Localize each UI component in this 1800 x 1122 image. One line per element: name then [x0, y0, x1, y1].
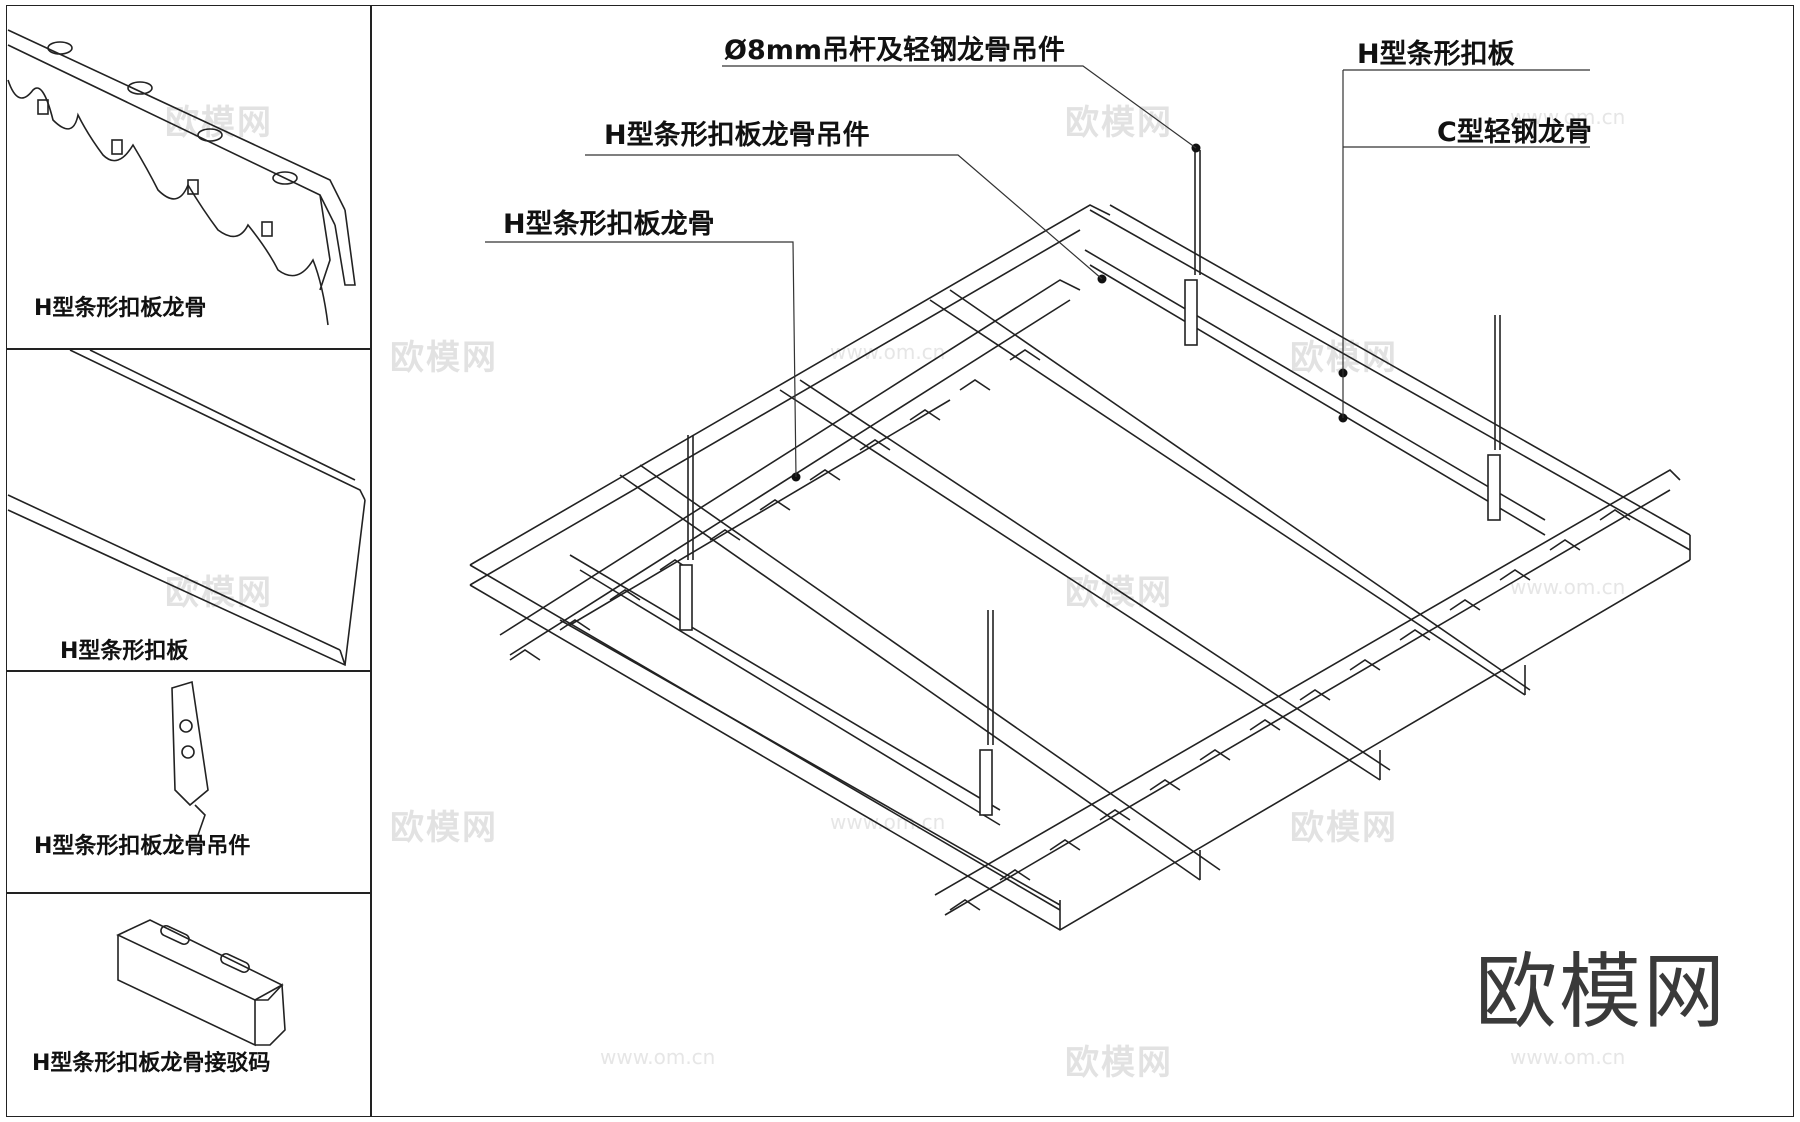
panel-label-panel-strip: H型条形扣板	[60, 639, 189, 664]
panel-divider-vertical	[370, 5, 372, 1117]
panel-divider-2	[6, 670, 371, 672]
watermark-url: www.om.cn	[1510, 1045, 1626, 1069]
watermark-logo: 欧模网	[1475, 945, 1728, 1040]
callout-keel-hanger: H型条形扣板龙骨吊件	[604, 120, 870, 151]
panel-label-keel: H型条形扣板龙骨	[34, 296, 207, 321]
watermark-brand: 欧模网	[390, 338, 498, 378]
panel-label-keel-hanger: H型条形扣板龙骨吊件	[34, 834, 251, 859]
watermark-brand: 欧模网	[1065, 1043, 1173, 1083]
panel-divider-3	[6, 892, 371, 894]
callout-rod: Ø8mm吊杆及轻钢龙骨吊件	[724, 35, 1066, 66]
watermark-brand: 欧模网	[1065, 103, 1173, 143]
keel-part-drawing	[7, 29, 356, 326]
connector-part-drawing	[116, 919, 286, 1047]
hanger-part-drawing	[171, 680, 209, 836]
callout-c-keel: C型轻钢龙骨	[1437, 117, 1592, 148]
callout-keel: H型条形扣板龙骨	[503, 209, 715, 240]
watermark-brand: 欧模网	[390, 808, 498, 848]
callout-panel: H型条形扣板	[1357, 39, 1515, 70]
watermark-url: www.om.cn	[600, 1045, 716, 1069]
ceiling-assembly-drawing	[469, 65, 1691, 931]
watermark-brand: 欧模网	[1290, 808, 1398, 848]
watermark-brand: 欧模网	[165, 103, 273, 143]
panel-divider-1	[6, 348, 371, 350]
watermark-brand: 欧模网	[1065, 573, 1173, 613]
watermark-url: www.om.cn	[1510, 105, 1626, 129]
drawing-frame	[6, 5, 1794, 1117]
panel-label-connector: H型条形扣板龙骨接驳码	[32, 1051, 271, 1076]
panel-strip-drawing	[7, 349, 366, 667]
